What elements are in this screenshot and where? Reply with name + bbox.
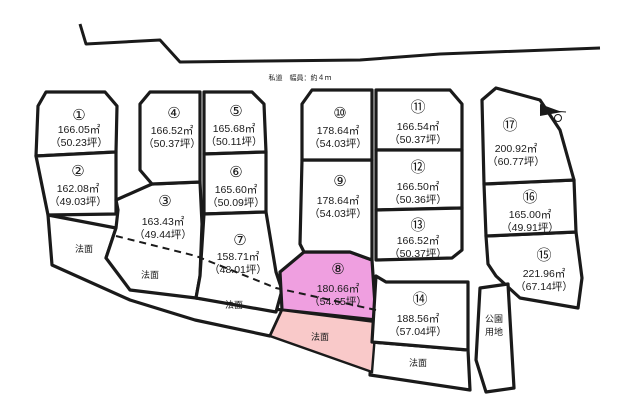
- slope-area-lot-8: [268, 308, 378, 374]
- lot-15[interactable]: [484, 230, 584, 310]
- lot-number: ③: [158, 192, 171, 210]
- lot-1-label: ① 166.05㎡ （50.23坪）: [50, 106, 108, 149]
- lot-number: ④: [167, 104, 180, 122]
- lot-tsubo: （50.11坪）: [206, 135, 263, 148]
- road-label: 私道 幅員：約４ｍ: [269, 73, 332, 82]
- lot-number: ⑮: [536, 246, 551, 264]
- lot-7-label: ⑦ 158.71㎡ （48.01坪）: [209, 231, 267, 276]
- lot-area: 221.96㎡: [523, 268, 566, 280]
- lot-10[interactable]: [300, 88, 374, 162]
- lot-area: 178.64㎡: [317, 195, 360, 207]
- lot-number: ⑩: [333, 104, 346, 122]
- lot-tsubo: （60.77坪）: [487, 155, 545, 168]
- lot-number: ⑦: [233, 231, 246, 249]
- lot-14[interactable]: [370, 274, 470, 352]
- lot-number: ⑥: [229, 163, 242, 181]
- lot-number: ⑰: [502, 116, 517, 134]
- lot-tsubo: （49.91坪）: [501, 221, 559, 234]
- lot-8-label: ⑧ 180.66㎡ （54.65坪）: [309, 260, 367, 308]
- lot-area: 188.56㎡: [397, 313, 440, 325]
- lot-area: 162.08㎡: [57, 183, 100, 195]
- lot-tsubo: （49.03坪）: [49, 195, 107, 208]
- lot-area: 178.64㎡: [317, 125, 360, 137]
- lot-area: 166.05㎡: [58, 124, 101, 136]
- north-arrow-icon: [539, 104, 567, 122]
- lot-tsubo: （50.37坪）: [389, 247, 447, 260]
- slope-label: 法面: [75, 243, 93, 254]
- lot-tsubo: （57.04坪）: [389, 325, 447, 338]
- lot-13-label: ⑬ 166.52㎡ （50.37坪）: [389, 216, 447, 260]
- park-label-line1: 公園: [485, 314, 503, 324]
- lot-13[interactable]: [374, 206, 464, 262]
- lot-number: ⑨: [333, 172, 346, 190]
- lot-number: ⑯: [522, 188, 537, 206]
- slope-label: 法面: [141, 269, 159, 280]
- lot-area: 166.54㎡: [397, 121, 440, 133]
- lot-number: ⑧: [331, 260, 344, 278]
- slope-label: 法面: [311, 331, 329, 342]
- lot-area: 165.00㎡: [509, 209, 552, 221]
- lot-number: ①: [72, 106, 85, 124]
- lot-4-label: ④ 166.52㎡ （50.37坪）: [143, 104, 201, 150]
- lot-area: 158.71㎡: [217, 251, 260, 263]
- lot-tsubo: （50.37坪）: [143, 137, 201, 150]
- lot-12-label: ⑫ 166.50㎡ （50.36坪）: [389, 158, 447, 206]
- park-label-line2: 用地: [485, 326, 503, 337]
- lot-tsubo: （54.03坪）: [309, 137, 367, 150]
- lot-9-label: ⑨ 178.64㎡ （54.03坪）: [309, 172, 367, 220]
- slope-line-east: [371, 341, 469, 351]
- park-land[interactable]: [474, 282, 516, 394]
- slope-label: 法面: [225, 299, 243, 310]
- lot-area: 166.52㎡: [151, 125, 194, 137]
- north-boundary: [78, 23, 601, 64]
- lot-number: ⑤: [229, 102, 242, 120]
- lot-7[interactable]: [194, 210, 284, 314]
- lot-tsubo: （54.03坪）: [309, 207, 367, 220]
- lot-3-label: ③ 163.43㎡ （49.44坪）: [134, 192, 192, 241]
- lot-tsubo: （50.23坪）: [50, 136, 108, 149]
- lot-5[interactable]: [202, 90, 268, 156]
- lot-6-label: ⑥ 165.60㎡ （50.09坪）: [207, 163, 265, 209]
- lot-15-label: ⑮ 221.96㎡ （67.14坪）: [515, 246, 573, 293]
- lot-2-label: ② 162.08㎡ （49.03坪）: [49, 162, 107, 208]
- lot-area: 165.60㎡: [215, 184, 258, 196]
- lot-tsubo: （67.14坪）: [515, 280, 573, 293]
- slope-line-west: [115, 235, 377, 311]
- lot-area: 166.50㎡: [397, 181, 440, 193]
- lot-5-label: ⑤ 165.68㎡ （50.11坪）: [206, 102, 263, 148]
- lot-area: 200.92㎡: [495, 143, 538, 155]
- lot-number: ⑬: [410, 216, 425, 234]
- lot-area: 165.68㎡: [213, 123, 256, 135]
- lot-tsubo: （54.65坪）: [309, 295, 367, 308]
- lot-area: 166.52㎡: [397, 235, 440, 247]
- lot-tsubo: （49.44坪）: [134, 228, 192, 241]
- lot-11[interactable]: [374, 88, 464, 152]
- lot-4[interactable]: [138, 90, 202, 186]
- lot-area: 180.66㎡: [317, 283, 360, 295]
- slope-label: 法面: [409, 357, 427, 368]
- lot-14-label: ⑭ 188.56㎡ （57.04坪）: [389, 290, 447, 338]
- lot-tsubo: （50.09坪）: [207, 196, 265, 209]
- lot-11-label: ⑪ 166.54㎡ （50.37坪）: [389, 98, 447, 146]
- lot-17[interactable]: [480, 86, 576, 186]
- lot-number: ⑫: [410, 158, 425, 176]
- lot-tsubo: （50.37坪）: [389, 133, 447, 146]
- lot-number: ⑭: [412, 290, 427, 308]
- lot-17-label: ⑰ 200.92㎡ （60.77坪）: [487, 116, 545, 168]
- lot-tsubo: （50.36坪）: [389, 193, 447, 206]
- lot-area: 163.43㎡: [142, 216, 185, 228]
- lot-16-label: ⑯ 165.00㎡ （49.91坪）: [501, 188, 559, 234]
- lot-number: ②: [71, 162, 84, 180]
- lot-10-label: ⑩ 178.64㎡ （54.03坪）: [309, 104, 367, 150]
- lot-number: ⑪: [410, 98, 425, 116]
- lot-tsubo: （48.01坪）: [209, 263, 267, 276]
